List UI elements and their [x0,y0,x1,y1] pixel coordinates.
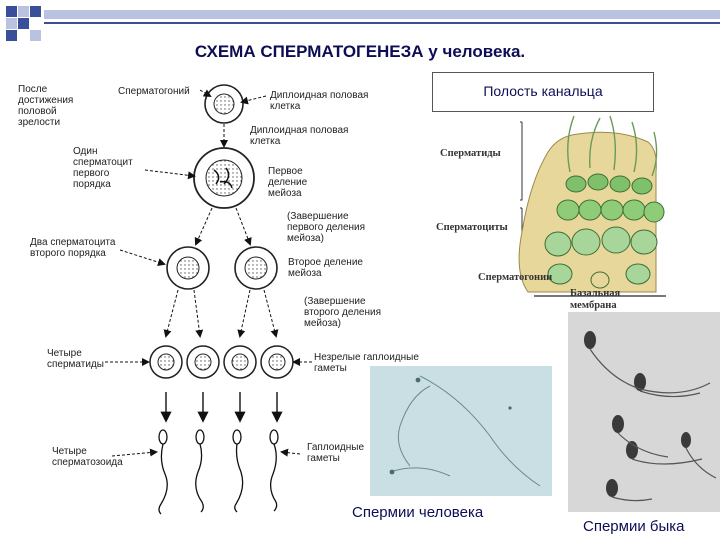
spermatozoa [158,429,279,515]
two-spermatocytes-label: Два сперматоцита второго порядка [30,237,116,259]
first-division-label: Первое деление мейоза [268,166,308,199]
human-sperm-micrograph [370,366,552,496]
immature-gametes-label: Незрелые гаплоидные гаметы [314,352,419,374]
basal-membrane-label: Базальная мембрана [570,288,621,311]
bull-sperm-micrograph [568,312,720,512]
human-sperm-caption: Спермии человека [352,504,484,521]
tubule-illustration [518,115,666,297]
spermatids-label: Сперматиды [440,148,501,159]
after-maturity-label: После достижения половой зрелости [18,84,74,128]
haploid-gametes-label: Гаплоидные гаметы [307,442,365,464]
one-spermatocyte-label: Один сперматоцит первого порядка [73,146,133,190]
completion-first-division-label: (Завершение первого деления мейоза) [287,211,366,244]
spermatogonium-label: Сперматогоний [118,86,190,97]
completion-second-division-label: (Завершение второго деления мейоза) [304,296,381,329]
tubule-cavity-box: Полость канальца [432,72,654,112]
four-spermatids-label: Четыре сперматиды [47,348,104,370]
slide-title: СХЕМА СПЕРМАТОГЕНЕЗА у человека. [194,42,526,61]
spermatid-cells [149,345,294,379]
spermatocytes-label: Сперматоциты [436,222,508,233]
second-division-label: Второе деление мейоза [288,257,363,279]
spermatogonium-cell [204,84,244,124]
secondary-spermatocyte-cells [166,246,278,290]
spermatogonia-label: Сперматогонии [478,272,553,283]
tubule-cavity-label: Полость канальца [483,83,603,99]
four-spermatozoa-label: Четыре сперматозоида [52,446,123,468]
diploid-cell-label-2: Диплоидная половая клетка [250,125,349,147]
bull-sperm-caption: Спермии быка [583,518,685,535]
diploid-cell-label-1: Диплоидная половая клетка [270,90,369,112]
primary-spermatocyte-cell [193,147,255,209]
